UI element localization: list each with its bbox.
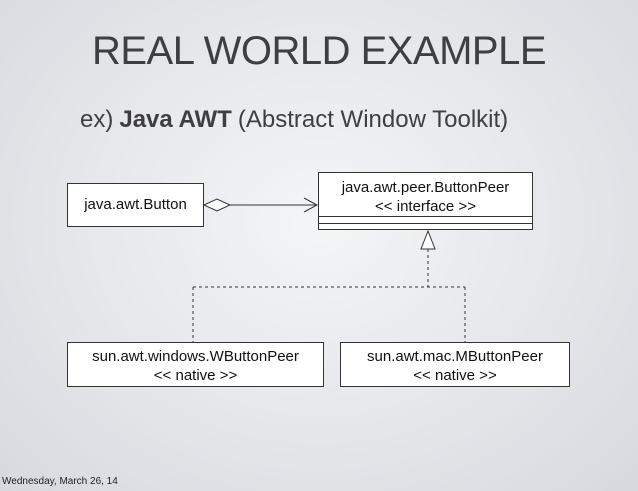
class-box-windows-peer: sun.awt.windows.WButtonPeer << native >>	[67, 342, 324, 387]
slide-subtitle: ex)Java AWT(Abstract Window Toolkit)	[80, 102, 508, 138]
subtitle-suffix: (Abstract Window Toolkit)	[237, 106, 509, 133]
aggregation-diamond	[202, 198, 232, 212]
aggregation-arrowhead	[303, 197, 319, 213]
attribute-compartment	[319, 217, 532, 224]
subtitle-prefix: ex)	[80, 106, 114, 133]
class-box-button: java.awt.Button	[67, 183, 204, 227]
class-box-mac-peer: sun.awt.mac.MButtonPeer << native >>	[340, 342, 570, 387]
class-stereotype: << native >>	[413, 367, 497, 384]
class-name-compartment: java.awt.peer.ButtonPeer << interface >>	[319, 173, 532, 217]
subtitle-bold: Java AWT	[119, 106, 232, 133]
class-stereotype: << native >>	[153, 367, 238, 384]
class-name: sun.awt.windows.WButtonPeer	[92, 348, 299, 365]
class-name: sun.awt.mac.MButtonPeer	[367, 348, 543, 365]
slide-title: REAL WORLD EXAMPLE	[91, 29, 547, 73]
class-box-button-peer: java.awt.peer.ButtonPeer << interface >>	[318, 172, 533, 230]
class-name: java.awt.Button	[84, 196, 187, 213]
class-stereotype: << interface >>	[375, 198, 476, 215]
realization-triangle	[420, 229, 436, 250]
class-name: java.awt.peer.ButtonPeer	[341, 179, 510, 196]
footer-date: Wednesday, March 26, 14	[2, 476, 118, 487]
